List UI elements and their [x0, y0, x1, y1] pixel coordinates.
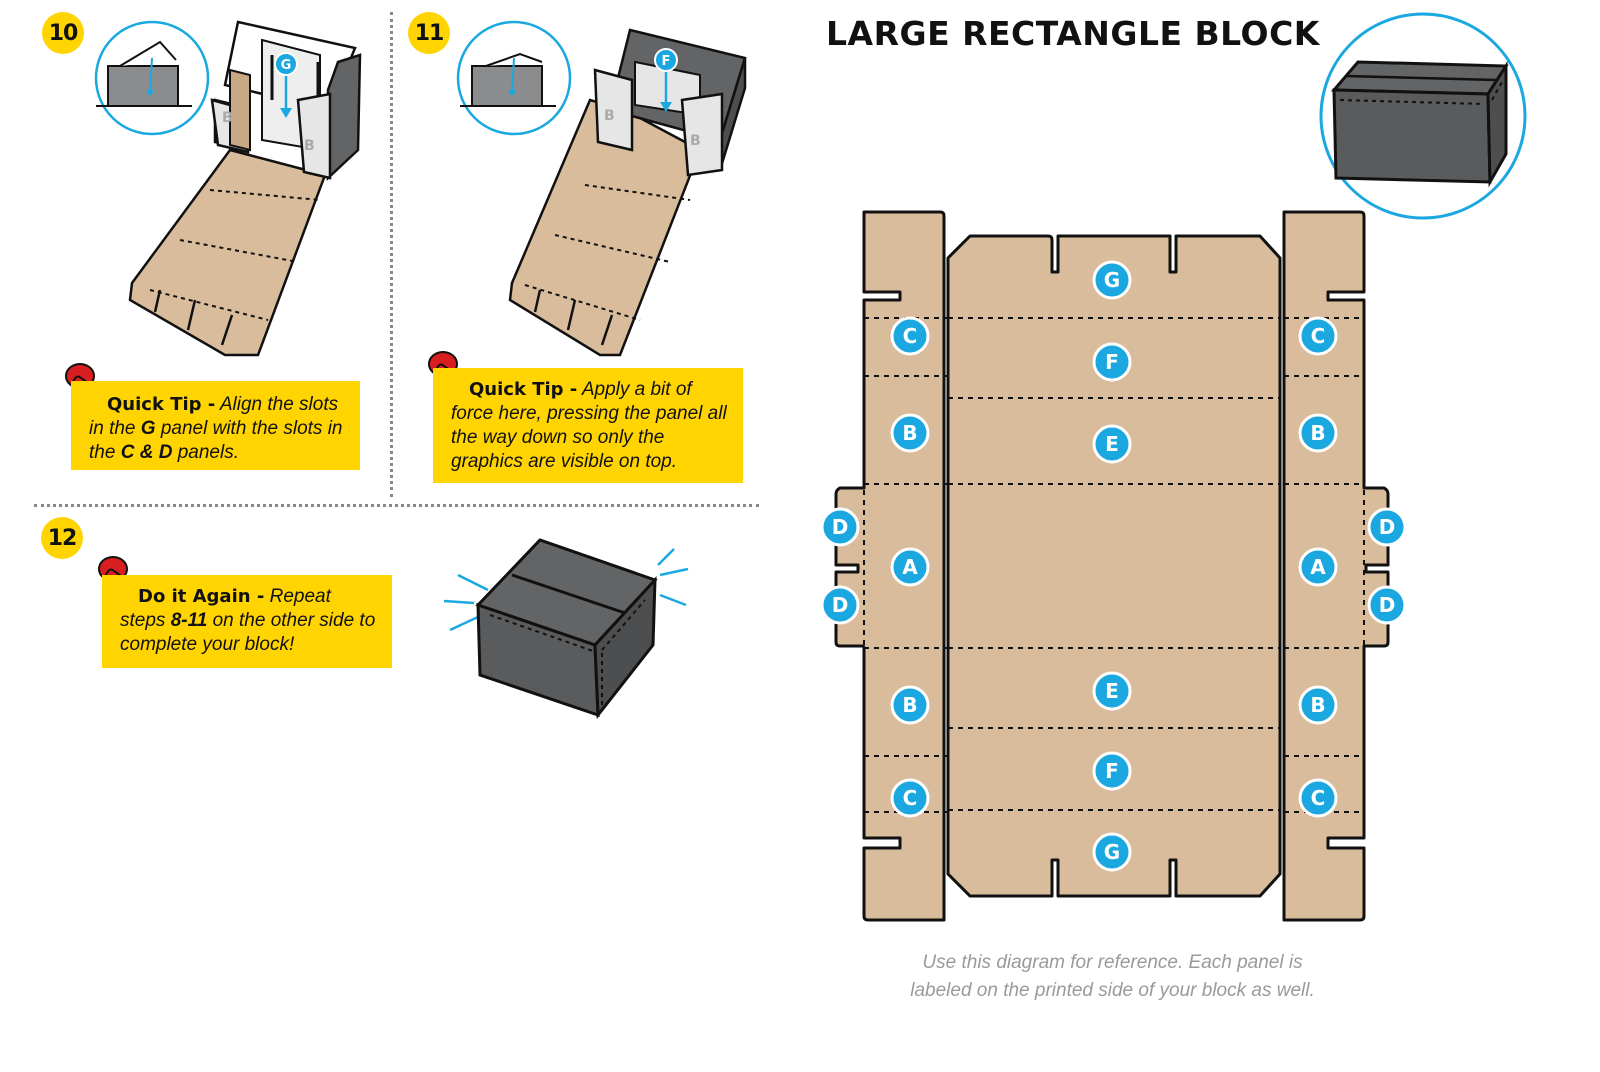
- step-10-illustration: B B G: [94, 20, 362, 357]
- label-d-right-top: D: [1379, 515, 1396, 539]
- label-f-bottom: F: [1105, 759, 1119, 783]
- step-10-side-letter-right: B: [304, 138, 315, 154]
- block-preview-circle: [1319, 12, 1527, 220]
- step-10-base: [128, 148, 327, 357]
- label-g-top: G: [1104, 268, 1120, 292]
- label-e-top: E: [1105, 432, 1119, 456]
- step-10-inset-flap: [119, 40, 177, 67]
- page-title: LARGE RECTANGLE BLOCK: [826, 14, 1320, 53]
- label-b-left-top: B: [902, 421, 917, 445]
- divider-vertical: [390, 12, 393, 497]
- dieline-left-strip: [834, 210, 946, 922]
- label-f-top: F: [1105, 350, 1119, 374]
- tip-box-step-11: Quick Tip - Apply a bit of force here, p…: [433, 368, 743, 483]
- step-12-number: 12: [41, 517, 83, 559]
- caption-line-1: Use this diagram for reference. Each pan…: [922, 952, 1303, 973]
- step-10-g-badge: [274, 52, 298, 76]
- svg-text:F: F: [662, 54, 671, 69]
- label-b-right-bottom: B: [1310, 693, 1325, 717]
- tip-box-step-10: Quick Tip - Align the slots in the G pan…: [71, 381, 360, 470]
- label-e-bottom: E: [1105, 679, 1119, 703]
- step-11-side-letter-left: B: [604, 108, 615, 124]
- label-c-left-top: C: [903, 324, 918, 348]
- step-11-number: 11: [408, 12, 450, 54]
- step-10-side-letter-left: B: [222, 110, 233, 126]
- label-b-right-top: B: [1310, 421, 1325, 445]
- dieline-center-body: [946, 234, 1282, 898]
- label-c-right-bottom: C: [1311, 786, 1326, 810]
- dieline-diagram: G F E C C B B D D A A D D B B E C C F G: [820, 210, 1407, 922]
- svg-text:G: G: [281, 58, 292, 73]
- step-10-number: 10: [42, 12, 84, 54]
- label-g-bottom: G: [1104, 840, 1120, 864]
- label-a-left: A: [902, 555, 918, 579]
- step-11-illustration: B B F: [456, 20, 747, 357]
- label-d-left-bottom: D: [832, 593, 849, 617]
- label-d-left-top: D: [832, 515, 849, 539]
- label-c-left-bottom: C: [903, 786, 918, 810]
- step-11-f-badge: [654, 48, 678, 72]
- tip-box-step-12: Do it Again - Repeat steps 8-11 on the o…: [102, 575, 392, 668]
- step-10-inset-panel: [107, 65, 179, 107]
- label-d-right-bottom: D: [1379, 593, 1396, 617]
- divider-horizontal: [34, 504, 759, 507]
- label-b-left-bottom: B: [902, 693, 917, 717]
- caption-line-2: labeled on the printed side of your bloc…: [910, 980, 1315, 1001]
- finished-block-illustration: [443, 538, 689, 720]
- step-11-side-letter-right: B: [690, 133, 701, 149]
- label-a-right: A: [1310, 555, 1326, 579]
- step-10-inset-arrow: [149, 57, 153, 93]
- label-c-right-top: C: [1311, 324, 1326, 348]
- diagram-caption: Use this diagram for reference. Each pan…: [850, 949, 1375, 1005]
